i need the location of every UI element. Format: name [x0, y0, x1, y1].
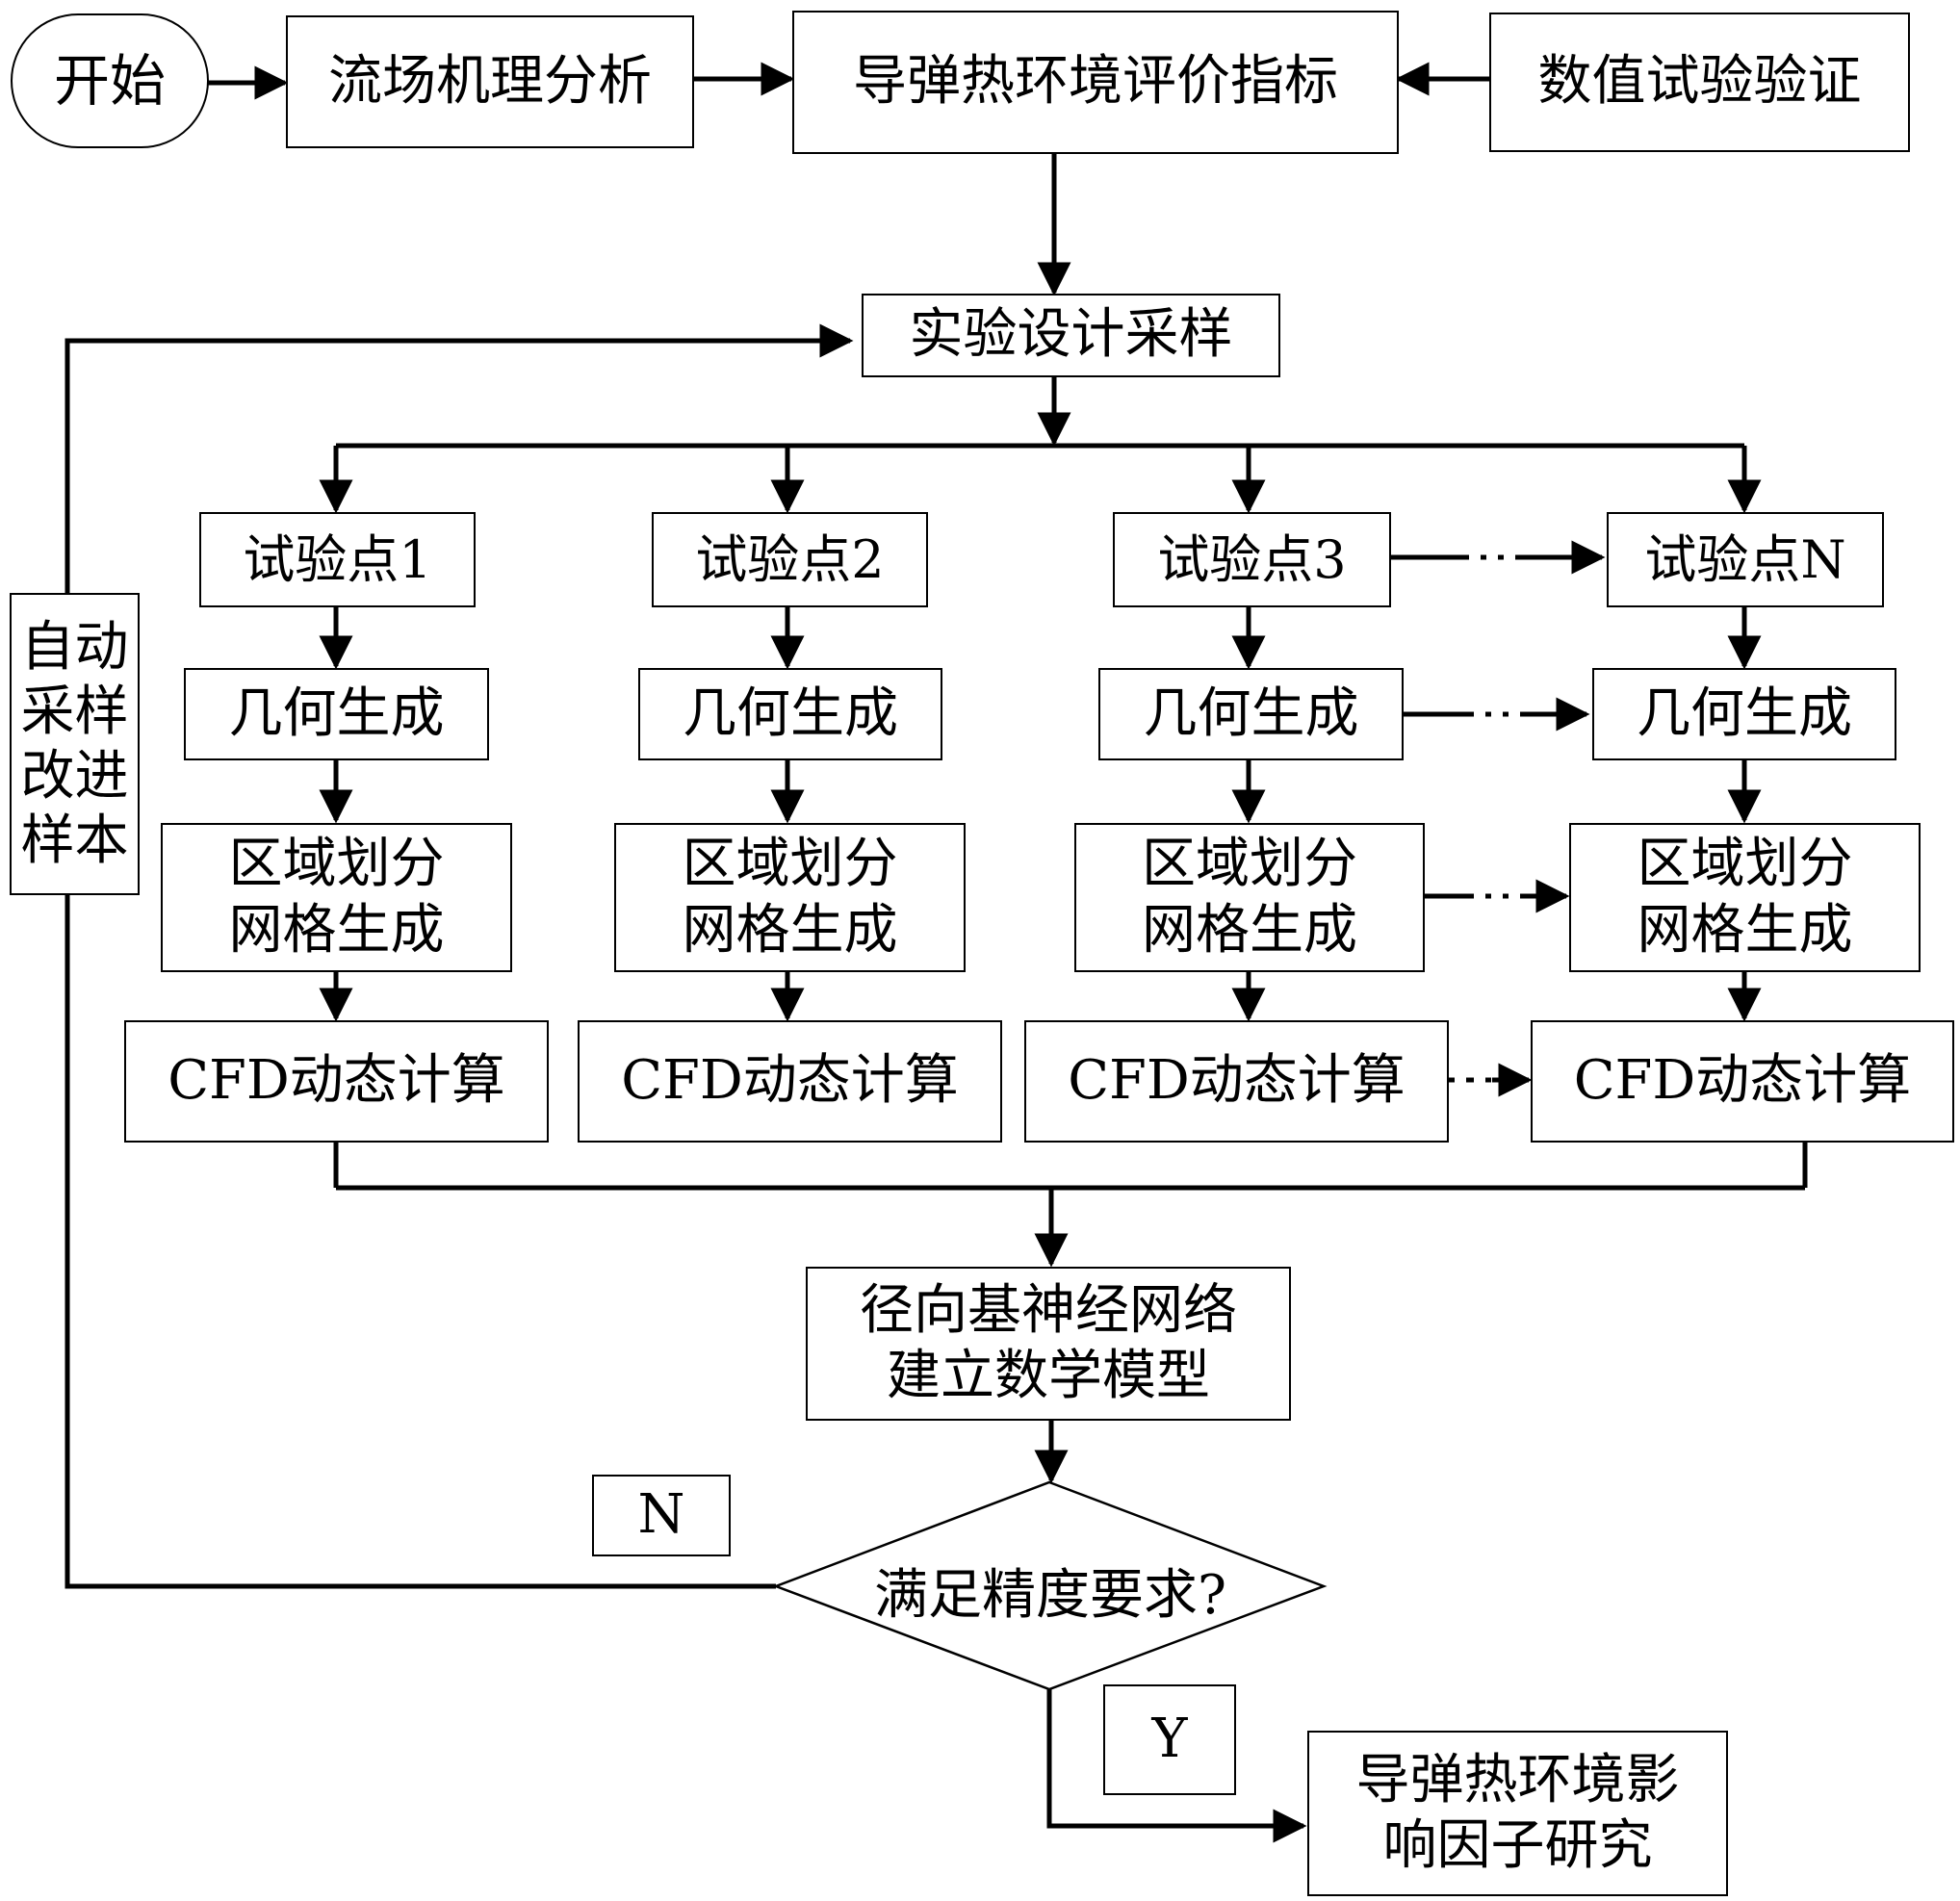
mesh-2-line-2: 网格生成: [682, 898, 898, 962]
geometry-n-box: 几何生成: [1592, 668, 1896, 760]
cfd-2-box: CFD动态计算: [578, 1020, 1002, 1143]
result-line-1: 导弹热环境影: [1355, 1748, 1680, 1811]
arrow-feedback-loop: [64, 323, 854, 1589]
evaluation-index-box: 导弹热环境评价指标: [792, 11, 1399, 154]
test-point-2-box: 试验点2: [652, 512, 928, 607]
auto-sampling-line-2: 采样: [20, 680, 129, 743]
mesh-3-line-1: 区域划分: [1142, 833, 1357, 896]
test-point-3-box: 试验点3: [1113, 512, 1391, 607]
mesh-n-box: 区域划分 网格生成: [1569, 823, 1921, 972]
mesh-n-line-2: 网格生成: [1637, 898, 1853, 962]
rbf-model-line-2: 建立数学模型: [887, 1345, 1210, 1407]
mesh-2-line-1: 区域划分: [682, 833, 898, 896]
yes-label-box: Y: [1103, 1684, 1236, 1795]
arrow-yes-to-result: [1046, 1689, 1307, 1843]
geometry-2-box: 几何生成: [638, 668, 942, 760]
result-line-2: 响因子研究: [1382, 1814, 1653, 1877]
result-box: 导弹热环境影 响因子研究: [1307, 1731, 1728, 1896]
rbf-model-box: 径向基神经网络 建立数学模型: [806, 1267, 1291, 1421]
mesh-2-box: 区域划分 网格生成: [614, 823, 966, 972]
numerical-validation-box: 数值试验验证: [1489, 13, 1910, 152]
mesh-1-box: 区域划分 网格生成: [161, 823, 512, 972]
mesh-n-line-1: 区域划分: [1637, 833, 1853, 896]
decision-diamond: [772, 1480, 1328, 1691]
rbf-model-line-1: 径向基神经网络: [860, 1278, 1237, 1342]
cfd-3-box: CFD动态计算: [1024, 1020, 1449, 1143]
doe-sampling-box: 实验设计采样: [862, 294, 1280, 377]
auto-sampling-box: 自动 采样 改进 样本: [10, 593, 140, 895]
cfd-1-box: CFD动态计算: [124, 1020, 549, 1143]
auto-sampling-line-4: 样本: [20, 809, 129, 873]
mesh-3-box: 区域划分 网格生成: [1074, 823, 1425, 972]
auto-sampling-line-3: 改进: [20, 745, 129, 808]
test-point-1-box: 试验点1: [199, 512, 476, 607]
geometry-1-box: 几何生成: [184, 668, 489, 760]
mesh-1-line-2: 网格生成: [228, 898, 445, 962]
cfd-n-box: CFD动态计算: [1531, 1020, 1954, 1143]
auto-sampling-line-1: 自动: [20, 615, 129, 679]
start-node: 开始: [11, 13, 209, 148]
mesh-3-line-2: 网格生成: [1142, 898, 1357, 962]
decision-label: 满足精度要求?: [873, 1564, 1227, 1627]
geometry-3-box: 几何生成: [1098, 668, 1404, 760]
flow-analysis-box: 流场机理分析: [286, 15, 694, 148]
test-point-n-box: 试验点N: [1607, 512, 1884, 607]
mesh-1-line-1: 区域划分: [228, 833, 445, 896]
no-label-box: N: [592, 1475, 731, 1556]
